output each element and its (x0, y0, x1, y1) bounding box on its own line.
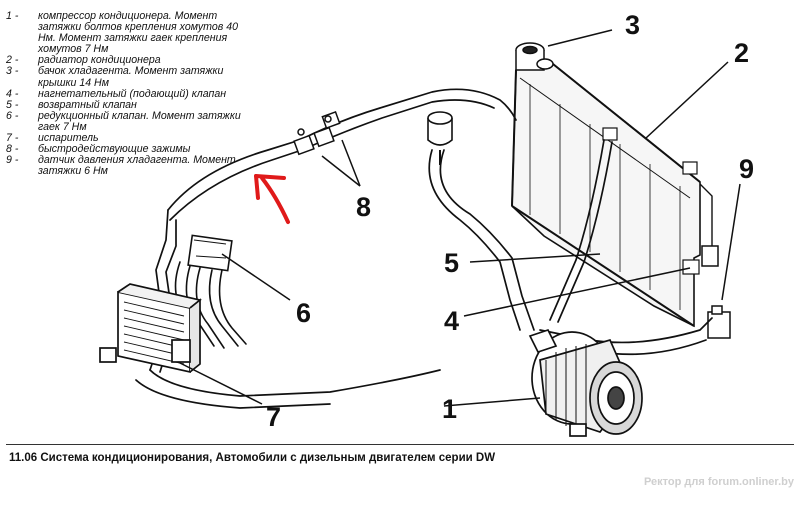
legend-text: нагнетательный (подающий) клапан (38, 87, 227, 100)
refrigerant-pipes (135, 88, 713, 409)
legend-text: быстродействующие зажимы (38, 143, 191, 156)
legend-item: 5 - возвратный клапан (6, 98, 246, 111)
legend-item: 4 - нагнетательный (подающий) клапан (6, 87, 246, 100)
legend-text: бачок хладагента. Момент затяжки крышки … (38, 65, 224, 89)
legend-number: 1 - (6, 10, 19, 22)
caption-divider (6, 444, 794, 445)
legend-item: 7 - испаритель (6, 132, 246, 145)
expansion-valve (187, 234, 233, 272)
callout-2: 2 (734, 38, 749, 68)
expansion-tank (427, 111, 453, 165)
legend-item: 2 - радиатор кондиционера (6, 55, 246, 66)
legend-number: 4 - (6, 87, 19, 100)
leader-lines (177, 29, 741, 407)
pressure-sensor (701, 245, 731, 339)
legend-number: 6 - (6, 109, 19, 122)
legend-number: 7 - (6, 132, 19, 145)
callout-1: 1 (442, 394, 457, 424)
quick-connect-clamps (293, 111, 341, 156)
legend-text: датчик давления хладагента. Момент затяж… (38, 154, 236, 178)
legend-number: 2 - (6, 54, 19, 67)
callout-7: 7 (266, 402, 281, 432)
legend-text: компрессор кондиционера. Момент затяжки … (38, 10, 239, 56)
callout-4: 4 (444, 306, 459, 336)
callout-3: 3 (625, 10, 640, 40)
legend-item: 3 - бачок хладагента. Момент затяжки крыш… (6, 66, 246, 88)
evaporator (99, 283, 202, 374)
legend: 1 - компрессор кондиционера. Момент затяж… (6, 10, 246, 177)
receiver-drier (515, 42, 554, 71)
legend-item: 8 - быстродействующие зажимы (6, 144, 246, 155)
callout-9: 9 (739, 154, 754, 184)
legend-text: редукционный клапан. Момент затяжки гаек… (38, 109, 241, 133)
legend-number: 9 - (6, 154, 19, 167)
legend-text: радиатор кондиционера (38, 54, 161, 67)
legend-number: 3 - (6, 65, 19, 78)
watermark-text: Ректор для forum.onliner.by (643, 476, 794, 488)
legend-number: 5 - (6, 98, 19, 111)
callout-5: 5 (444, 248, 459, 278)
legend-text: испаритель (38, 132, 99, 145)
callout-6: 6 (296, 298, 311, 328)
compressor (528, 328, 643, 437)
legend-number: 8 - (6, 143, 19, 156)
red-annotation-arrow (254, 174, 290, 224)
callout-8: 8 (356, 192, 371, 222)
legend-item: 1 - компрессор кондиционера. Момент затяж… (6, 10, 246, 56)
legend-item: 6 - редукционный клапан. Момент затяжки г… (6, 109, 246, 133)
figure-caption: 11.06 Система кондиционирования, Автомоб… (9, 452, 496, 464)
legend-item: 9 - датчик давления хладагента. Момент за… (6, 155, 246, 177)
legend-text: возвратный клапан (38, 98, 137, 111)
condenser (511, 59, 713, 328)
